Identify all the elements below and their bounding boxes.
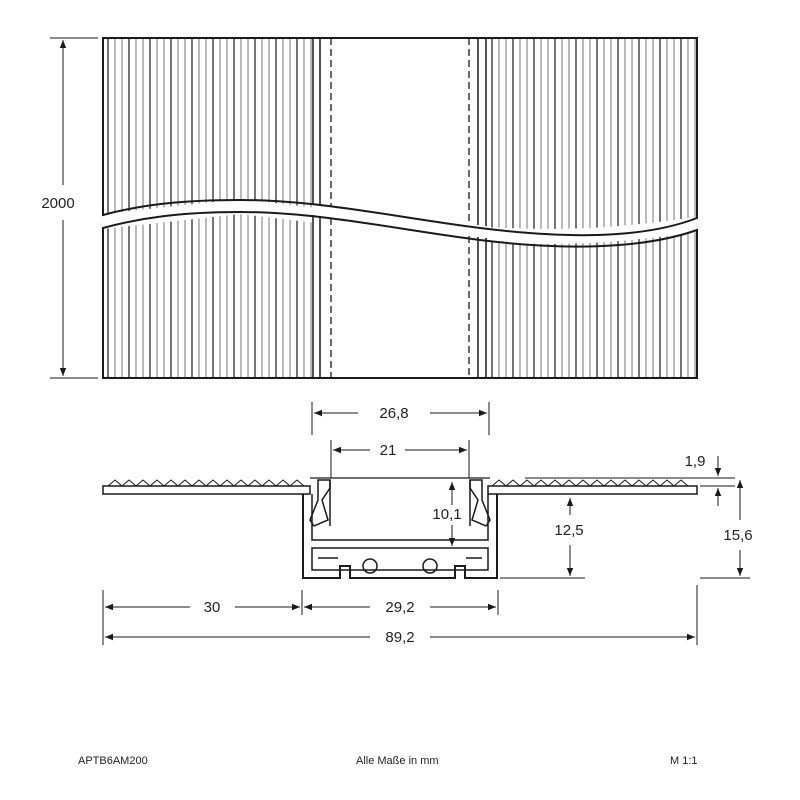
profile-width-label: 29,2 [385, 599, 414, 616]
flange-tooth [673, 479, 689, 487]
flange-tooth [163, 479, 179, 487]
cross-section [102, 477, 698, 579]
flange-tooth [491, 479, 507, 487]
flange-tooth [289, 479, 305, 487]
flange-tooth [645, 479, 661, 487]
flange-tooth [519, 479, 535, 487]
inner-depth-label: 10,1 [432, 506, 461, 523]
outer-width-label: 26,8 [379, 405, 408, 422]
depth-label: 12,5 [554, 522, 583, 539]
top-view-lower-half [102, 210, 698, 379]
flange-tooth [275, 479, 291, 487]
flange-teeth-left [107, 479, 305, 487]
units-note: Alle Maße in mm [356, 755, 439, 767]
flange-tooth [603, 479, 619, 487]
total-width-label: 89,2 [385, 629, 414, 646]
flange-tooth [261, 479, 277, 487]
flange-teeth-right [491, 479, 689, 487]
flange-tooth [219, 479, 235, 487]
flange-tooth [631, 479, 647, 487]
flange-tooth [191, 479, 207, 487]
flange-tooth [575, 479, 591, 487]
top-view [102, 37, 698, 379]
total-height-label: 15,6 [723, 527, 752, 544]
flange-tooth [205, 479, 221, 487]
flange-tooth [589, 479, 605, 487]
flange-tooth [561, 479, 577, 487]
lip-label: 1,9 [685, 453, 706, 470]
flange-tooth [107, 479, 123, 487]
length-dimension [50, 37, 98, 379]
flange-tooth [121, 479, 137, 487]
flange-tooth [505, 479, 521, 487]
section-dimensions [102, 402, 750, 645]
top-view-upper-half [102, 37, 698, 237]
product-code: APTB6AM200 [78, 755, 148, 767]
scale-note: M 1:1 [670, 755, 698, 767]
flange-tooth [233, 479, 249, 487]
flange-tooth [149, 479, 165, 487]
flange-tooth [659, 479, 675, 487]
flange-tooth [533, 479, 549, 487]
inner-width-label: 21 [380, 442, 397, 459]
flange-tooth [247, 479, 263, 487]
flange-tooth [547, 479, 563, 487]
flange-tooth [177, 479, 193, 487]
flange-tooth [617, 479, 633, 487]
length-label: 2000 [41, 195, 74, 212]
flange-label: 30 [204, 599, 221, 616]
flange-tooth [135, 479, 151, 487]
